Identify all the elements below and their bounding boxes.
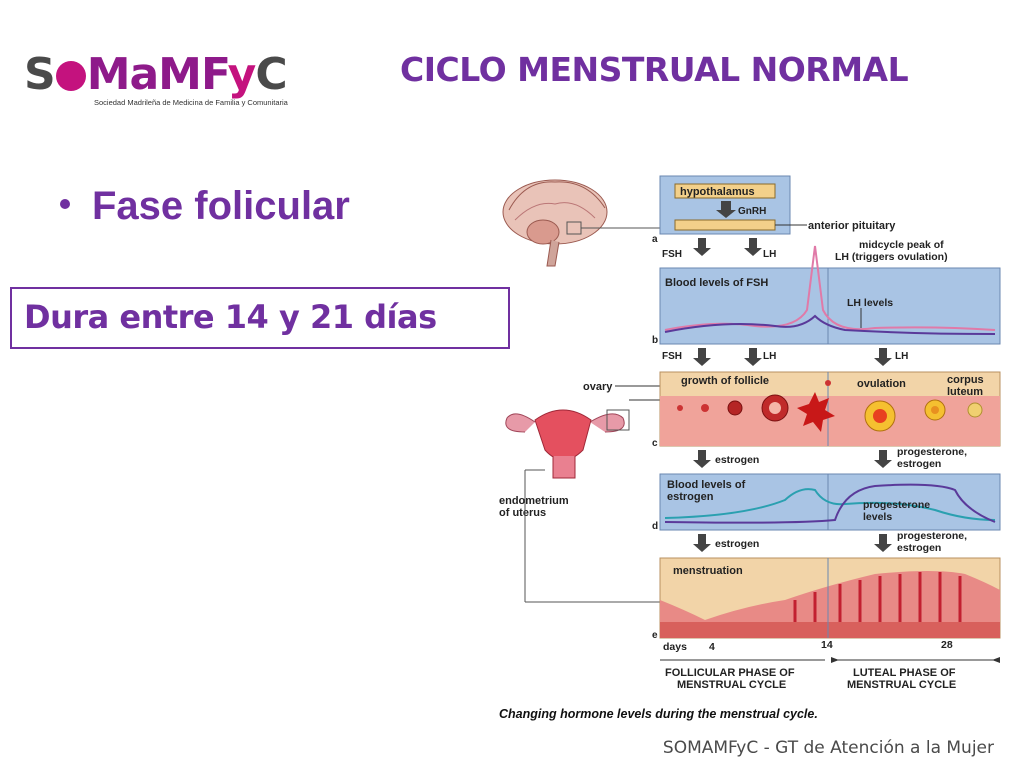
corpus-label: corpus bbox=[947, 374, 984, 386]
follicular-phase-label-1: FOLLICULAR PHASE OF bbox=[665, 667, 795, 679]
panel-a: hypothalamus GnRH anterior pituitary a F… bbox=[652, 175, 948, 263]
gnrh-label: GnRH bbox=[738, 206, 766, 217]
panel-letter-b: b bbox=[652, 335, 658, 346]
slide-title: CICLO MENSTRUAL NORMAL bbox=[400, 50, 909, 89]
bullet-text: Fase folicular bbox=[92, 184, 350, 228]
bullet-dot-icon bbox=[60, 199, 70, 209]
progesterone-label-c-1: progesterone, bbox=[897, 446, 967, 458]
figure-caption: Changing hormone levels during the menst… bbox=[499, 707, 818, 721]
estrogen-label-c: estrogen bbox=[715, 454, 759, 466]
blood-fsh-label: Blood levels of FSH bbox=[665, 277, 768, 289]
lh-label-b-2: LH bbox=[895, 351, 908, 362]
menstrual-cycle-figure: hypothalamus GnRH anterior pituitary a F… bbox=[495, 170, 1010, 725]
days-label: days bbox=[663, 641, 687, 653]
hypothalamus-label: hypothalamus bbox=[680, 186, 755, 198]
fsh-label-a: FSH bbox=[662, 249, 682, 260]
lh-levels-label: LH levels bbox=[847, 297, 893, 309]
ovary-label: ovary bbox=[583, 381, 613, 393]
lh-label-b-1: LH bbox=[763, 351, 776, 362]
follicular-phase-label-2: MENSTRUAL CYCLE bbox=[677, 679, 786, 691]
progesterone-levels-label-1: progesterone bbox=[863, 499, 930, 511]
panel-b: Blood levels of FSH LH levels b FSH LH L… bbox=[652, 245, 1001, 366]
bullet-item: Fase folicular bbox=[60, 184, 350, 229]
midcycle-peak-label: midcycle peak of bbox=[859, 239, 944, 251]
blood-estrogen-label-2: estrogen bbox=[667, 491, 714, 503]
blood-estrogen-label-1: Blood levels of bbox=[667, 479, 746, 491]
logo-subtitle: Sociedad Madrileña de Medicina de Famili… bbox=[94, 98, 288, 107]
duration-box: Dura entre 14 y 21 días bbox=[10, 287, 510, 349]
logo-circle-icon bbox=[55, 61, 86, 91]
uterus-illustration: ovary endometrium of uterus bbox=[499, 381, 660, 603]
progesterone-label-c-2: estrogen bbox=[897, 458, 941, 470]
endometrium-label-2: of uterus bbox=[499, 507, 546, 519]
ovulation-label: ovulation bbox=[857, 378, 906, 390]
luteal-phase-label-2: MENSTRUAL CYCLE bbox=[847, 679, 956, 691]
estrogen-label-d: estrogen bbox=[715, 538, 759, 550]
duration-text: Dura entre 14 y 21 días bbox=[24, 298, 437, 336]
panel-letter-a: a bbox=[652, 234, 658, 245]
fsh-label-b: FSH bbox=[662, 351, 682, 362]
endometrium-label-1: endometrium bbox=[499, 495, 569, 507]
day-28-label: 28 bbox=[941, 639, 953, 651]
panel-e: menstruation e days 4 14 28 FOLLICULAR P… bbox=[652, 557, 1001, 691]
menstrual-cycle-diagram: hypothalamus GnRH anterior pituitary a F… bbox=[499, 175, 1001, 721]
anterior-pituitary-label: anterior pituitary bbox=[808, 220, 896, 232]
menstruation-label: menstruation bbox=[673, 565, 743, 577]
lh-label-a: LH bbox=[763, 249, 776, 260]
panel-letter-e: e bbox=[652, 630, 658, 641]
brain-illustration bbox=[502, 179, 660, 267]
luteal-phase-label-1: LUTEAL PHASE OF bbox=[853, 667, 956, 679]
growth-of-follicle-label: growth of follicle bbox=[681, 375, 769, 387]
footer-text: SOMAMFyC - GT de Atención a la Mujer bbox=[662, 738, 994, 758]
progesterone-levels-label-2: levels bbox=[863, 511, 892, 523]
panel-d: Blood levels of estrogen progesterone le… bbox=[652, 473, 1001, 554]
panel-letter-d: d bbox=[652, 521, 658, 532]
progesterone-label-d-2: estrogen bbox=[897, 542, 941, 554]
midcycle-peak-label-2: LH (triggers ovulation) bbox=[835, 251, 948, 263]
luteum-label: luteum bbox=[947, 386, 983, 398]
progesterone-label-d-1: progesterone, bbox=[897, 530, 967, 542]
panel-letter-c: c bbox=[652, 438, 658, 449]
panel-c: growth of follicle ovulation corpus lute… bbox=[652, 371, 1001, 470]
day-4-label: 4 bbox=[709, 641, 715, 653]
day-14-label: 14 bbox=[821, 639, 833, 651]
